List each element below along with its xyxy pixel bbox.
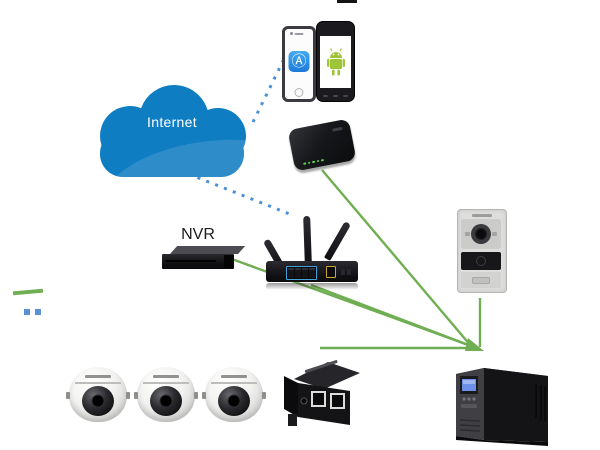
camera-lens [227,394,241,408]
ups-side-face [484,368,548,442]
legend-wired-line [12,288,44,296]
mount-tab [126,392,130,399]
nvr-slot [166,260,216,262]
mount-tab [288,414,297,426]
reader-slot [472,277,490,284]
poe-port-2 [330,393,345,409]
nvr-end-cap [224,255,234,268]
ir-led-left [465,232,470,236]
mount-tab [202,392,206,399]
nvr-top-face [170,246,246,254]
card-reader-panel [461,272,501,288]
ups-buttons [462,397,476,401]
ups [456,368,548,446]
speaker-slit [294,33,304,35]
cloud-box-logo [332,126,343,132]
status-leds [302,158,324,165]
door-camera-lens [471,224,491,244]
router-reflection [266,283,358,290]
camera-lens [91,394,105,408]
brand-mark [472,214,492,217]
android-phone [316,21,355,102]
lcd-glare [463,380,475,384]
internet-label: Internet [147,114,197,130]
lan-ports [286,266,317,280]
cloud-box-shell [287,118,357,172]
mount-tab [262,392,266,399]
brand-mark [85,375,111,378]
camera-seam [143,382,189,384]
internet-cloud [100,85,246,177]
legend-wireless-dot [35,309,41,315]
front-vents [459,419,481,432]
poe-injector [284,360,360,426]
brand-mark [221,375,247,378]
cropped-edge-mark [337,0,357,3]
cloud-highlight [104,139,246,177]
dome-camera-1 [66,366,130,424]
android-robot-icon [326,48,345,76]
antenna-middle [303,215,312,265]
camera-seam [75,382,121,384]
brand-mark [461,404,477,408]
router-buttons [341,269,351,275]
iphone-app-store: Ⓐ [282,26,316,102]
dc-jack [300,397,308,405]
poe-top-face [294,362,360,389]
android-softkeys [317,95,354,97]
camera-lens [159,394,173,408]
dome-camera-2 [134,366,198,424]
poe-top-label [304,360,338,373]
call-button [476,256,486,266]
door-camera-panel [461,219,501,249]
legend-wireless-dot [24,309,30,315]
ups-base [456,436,548,446]
nvr-label: NVR [181,226,215,243]
dome-camera-3 [202,366,266,424]
front-camera-dot [290,32,293,35]
app-store-icon: Ⓐ [288,51,310,72]
call-button-panel [461,252,501,270]
mount-tab [66,392,70,399]
home-button [294,88,304,97]
poe-port-1 [311,391,326,407]
android-screen [320,36,351,88]
mount-tab [134,392,138,399]
brand-mark [153,375,179,378]
wan-port [326,266,336,278]
mount-tab [194,392,198,399]
antenna-right [323,221,352,261]
arrowhead [465,338,484,351]
ir-led-right [492,232,497,236]
nvr-device [162,246,246,274]
cloud-box [287,118,359,176]
wifi-router [262,214,360,290]
ups-vents [535,384,546,421]
wire-router-to-ups [310,283,472,348]
camera-seam [211,382,257,384]
poe-side-face [284,376,298,417]
video-door-station [457,209,507,293]
